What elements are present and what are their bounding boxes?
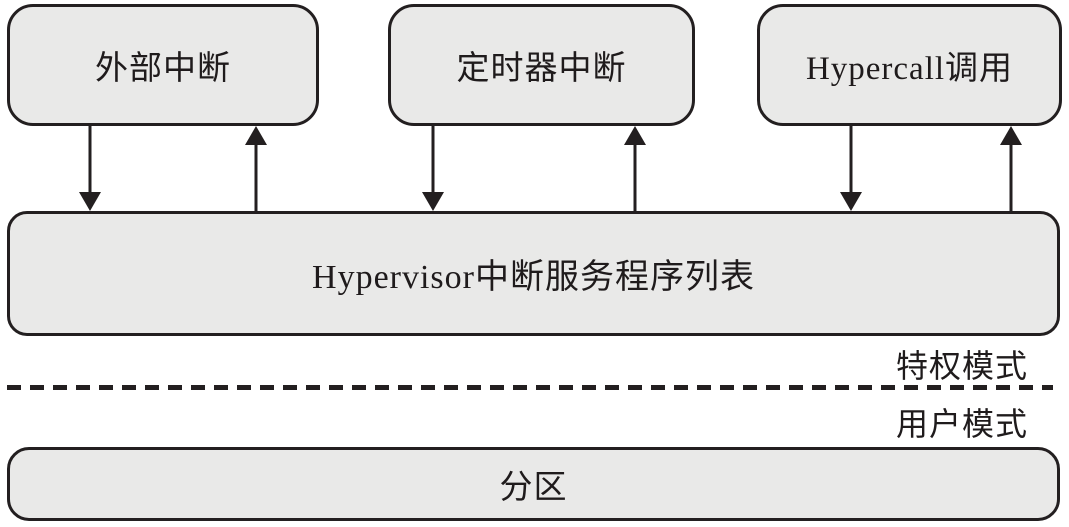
arrow-shaft [431, 126, 435, 198]
timer-interrupt-box: 定时器中断 [388, 4, 695, 126]
arrow-up-icon [245, 126, 267, 145]
hypercall-box: Hypercall调用 [757, 4, 1062, 126]
partition-label: 分区 [499, 470, 568, 506]
arrow-down-icon [422, 192, 444, 211]
hypercall-label: Hypercall调用 [805, 51, 1014, 87]
arrow-up-icon [624, 126, 646, 145]
arrow-down-external-to-hypervisor [79, 126, 101, 211]
external-interrupt-label: 外部中断 [95, 51, 231, 87]
arrow-up-hypervisor-to-external [245, 126, 267, 211]
external-interrupt-box: 外部中断 [7, 4, 319, 126]
privileged-user-mode-divider [7, 385, 1053, 390]
arrow-shaft [849, 126, 853, 198]
arrow-up-hypervisor-to-timer [624, 126, 646, 211]
arrow-down-icon [79, 192, 101, 211]
arrow-shaft [1009, 139, 1013, 211]
user-mode-label: 用户模式 [895, 406, 1028, 442]
arrow-shaft [88, 126, 92, 198]
arrow-shaft [633, 139, 637, 211]
arrow-down-icon [840, 192, 862, 211]
arrow-down-hypercall-to-hypervisor [840, 126, 862, 211]
privileged-mode-label: 特权模式 [895, 348, 1028, 384]
arrow-up-hypervisor-to-hypercall [1000, 126, 1022, 211]
partition-box: 分区 [7, 447, 1060, 521]
hypervisor-isr-list-box: Hypervisor中断服务程序列表 [7, 211, 1060, 336]
hypervisor-isr-list-label: Hypervisor中断服务程序列表 [312, 259, 755, 296]
arrow-down-timer-to-hypervisor [422, 126, 444, 211]
timer-interrupt-label: 定时器中断 [456, 51, 627, 87]
arrow-shaft [254, 139, 258, 211]
arrow-up-icon [1000, 126, 1022, 145]
